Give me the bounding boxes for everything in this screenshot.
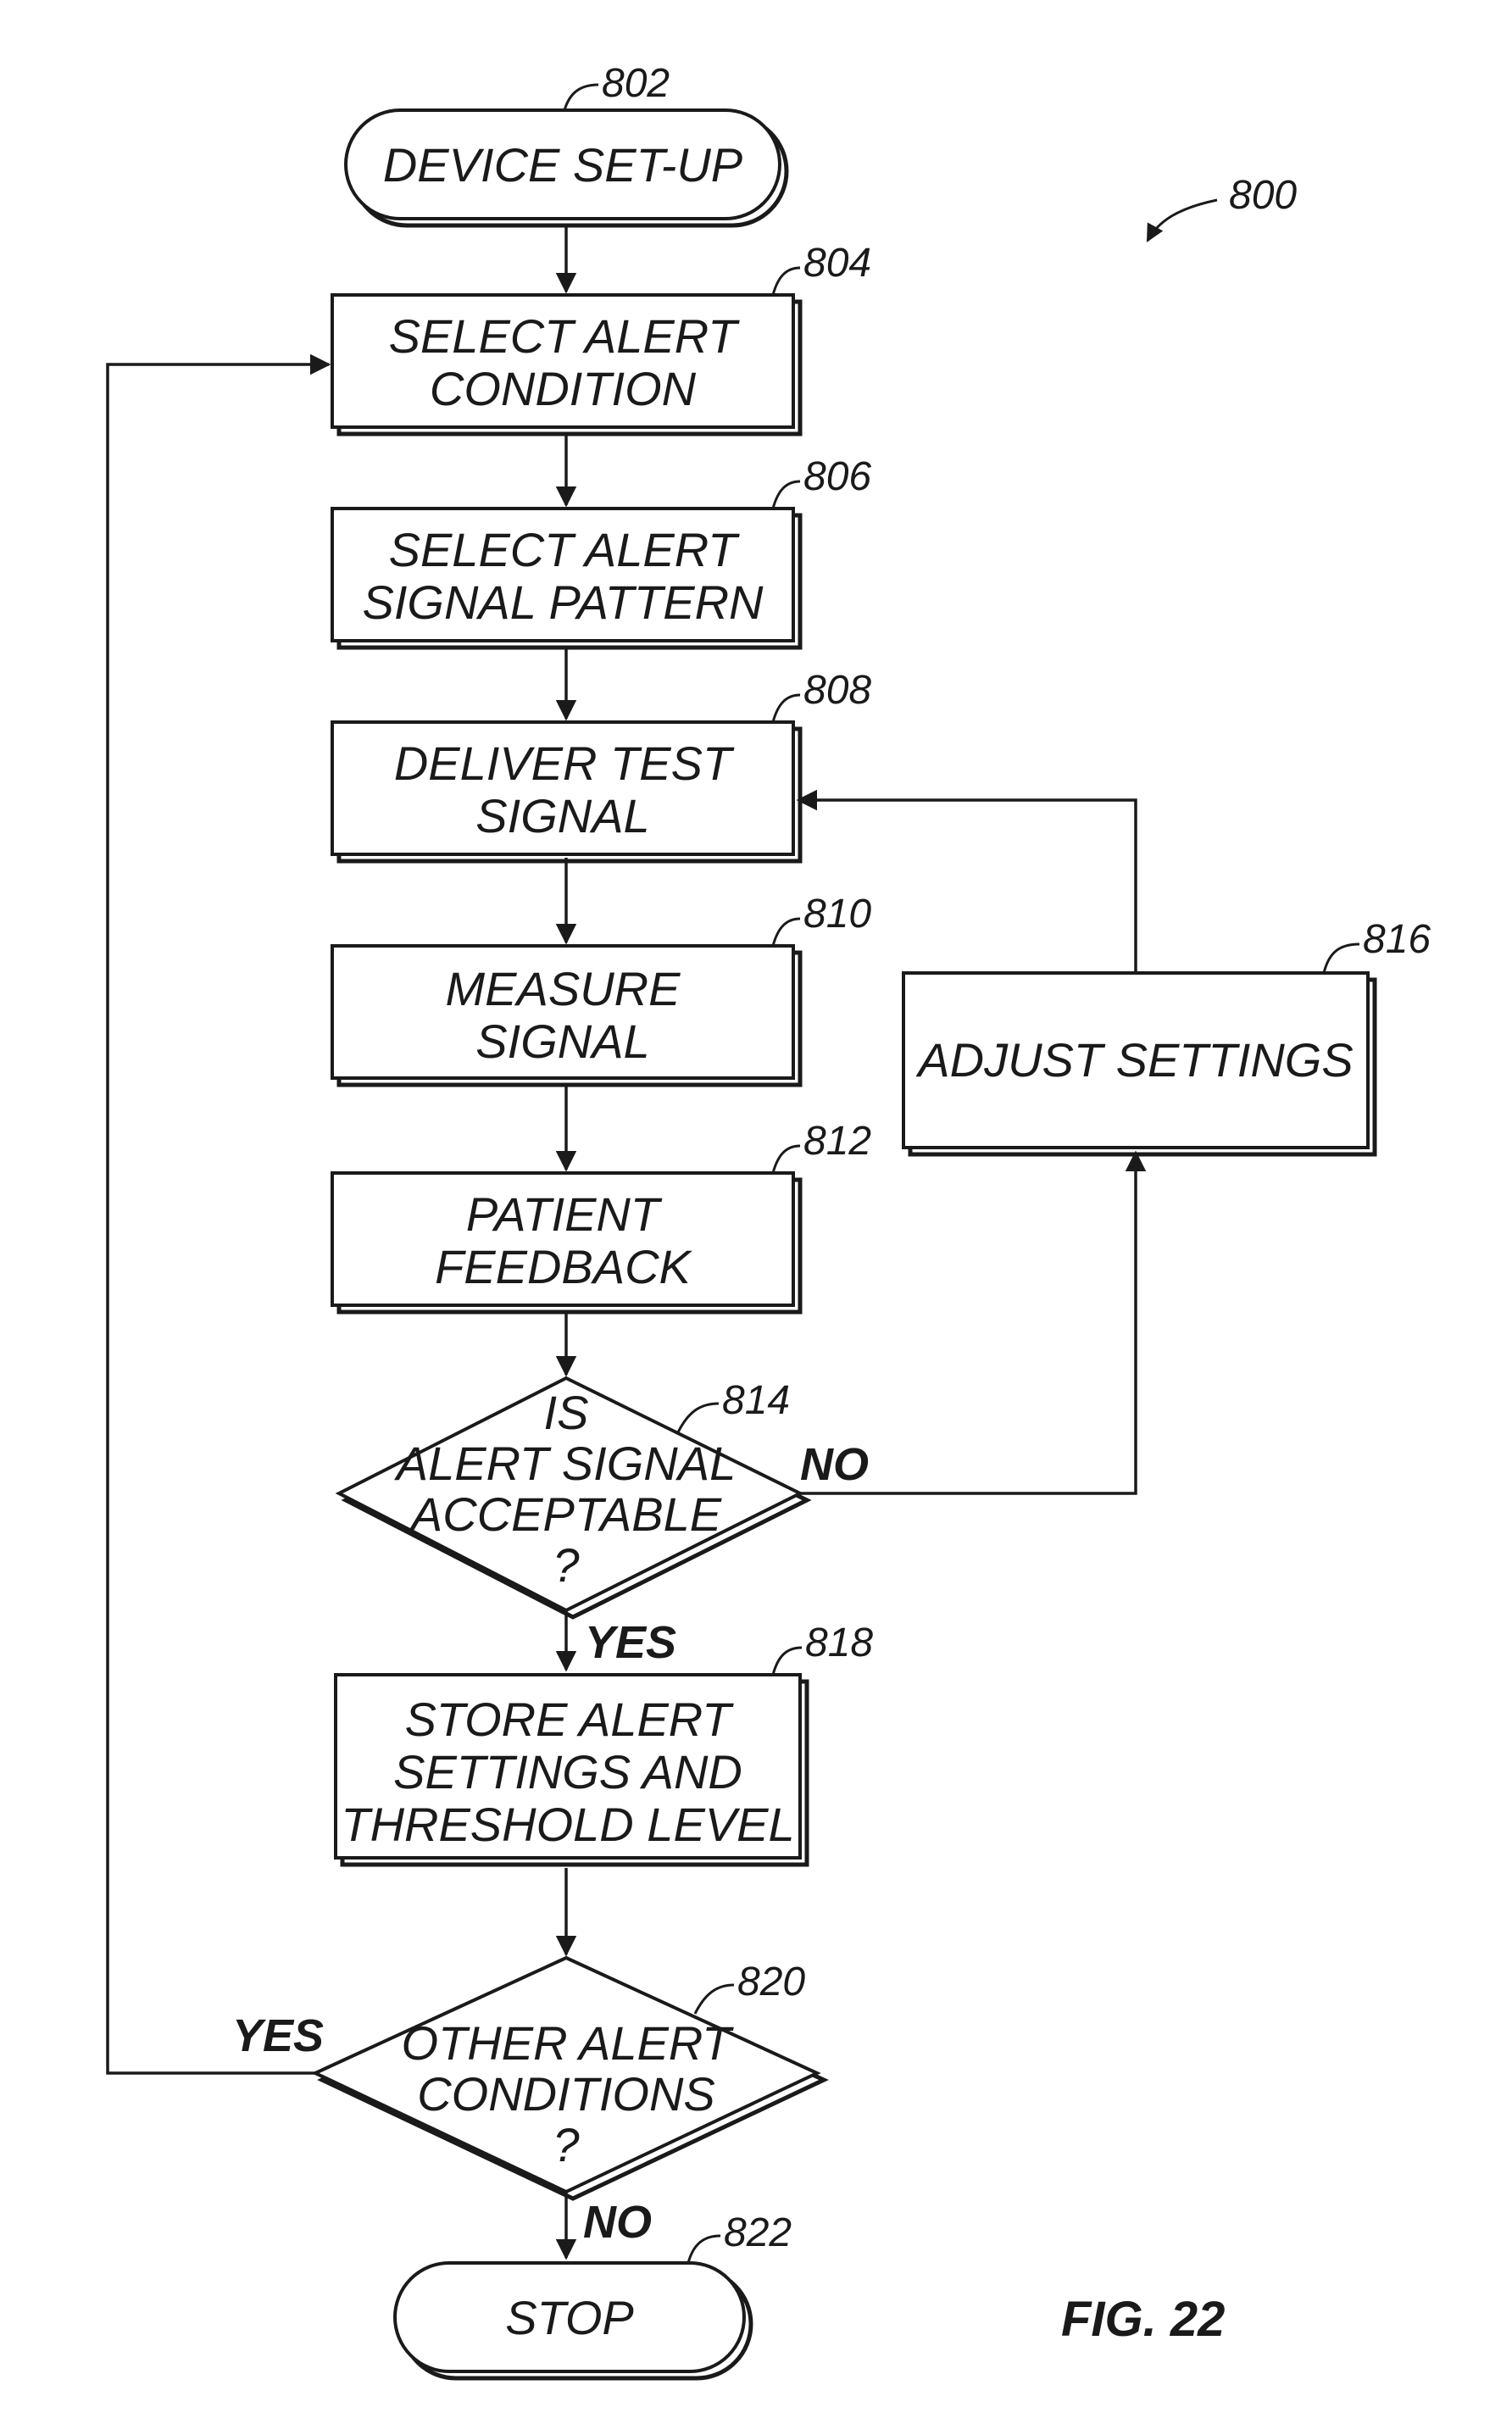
ref-leader-822	[688, 2236, 720, 2263]
ref-816: 816	[1363, 917, 1431, 962]
node-label-line-2: CONDITION	[430, 362, 697, 415]
node-label-line-1: OTHER ALERT	[402, 2016, 735, 2070]
node-label: DEVICE SET-UP	[383, 138, 742, 192]
ref-leader-810	[773, 919, 800, 946]
branch-label-acceptable-no: NO	[800, 1439, 869, 1490]
ref-818: 818	[805, 1621, 873, 1665]
figure-reference: 800	[1148, 173, 1297, 241]
ref-820: 820	[737, 1960, 805, 2004]
node-measure-signal: MEASURE SIGNAL	[332, 946, 800, 1085]
node-label-line-1: SELECT ALERT	[389, 523, 741, 576]
ref-leader-820	[695, 1985, 734, 2014]
node-label-line-2: SIGNAL	[475, 789, 649, 842]
node-label-line-1: DELIVER TEST	[394, 737, 735, 790]
ref-leader-812	[773, 1146, 800, 1173]
branch-label-acceptable-yes: YES	[585, 1617, 676, 1668]
node-label-line-4: ?	[553, 1538, 579, 1592]
connector-decision-other-yes-to-select-condition	[108, 364, 329, 2073]
node-store-alert-settings: STORE ALERT SETTINGS AND THRESHOLD LEVEL	[336, 1675, 807, 1865]
ref-802: 802	[602, 61, 670, 106]
branch-label-other-no: NO	[583, 2197, 652, 2248]
ref-leader-808	[773, 695, 800, 722]
ref-leader-802	[564, 85, 598, 110]
ref-810: 810	[803, 892, 871, 937]
ref-leader-814	[678, 1404, 719, 1432]
node-label-line-3: THRESHOLD LEVEL	[341, 1798, 794, 1851]
node-label-line-2: CONDITIONS	[417, 2067, 715, 2121]
figure-reference-arrow	[1148, 200, 1217, 241]
ref-814: 814	[722, 1378, 790, 1423]
branch-label-other-yes: YES	[232, 2010, 324, 2061]
ref-leader-806	[773, 481, 800, 509]
node-label-line-2: FEEDBACK	[435, 1240, 692, 1293]
node-select-alert-condition: SELECT ALERT CONDITION	[332, 295, 800, 434]
node-adjust-settings: ADJUST SETTINGS	[903, 973, 1375, 1154]
node-patient-feedback: PATIENT FEEDBACK	[332, 1173, 800, 1312]
node-label-line-3: ?	[553, 2118, 579, 2171]
ref-leader-818	[773, 1648, 802, 1675]
ref-806: 806	[803, 454, 871, 499]
ref-812: 812	[803, 1119, 871, 1164]
node-label-line-2: ALERT SIGNAL	[394, 1437, 736, 1490]
node-label-line-1: STORE ALERT	[405, 1693, 735, 1746]
node-label-line-1: IS	[544, 1386, 589, 1439]
node-label-line-1: PATIENT	[466, 1187, 663, 1241]
ref-822: 822	[724, 2210, 792, 2255]
ref-leader-816	[1324, 944, 1359, 973]
node-label-line-1: SELECT ALERT	[389, 309, 741, 363]
ref-808: 808	[803, 668, 871, 713]
node-label: ADJUST SETTINGS	[915, 1033, 1353, 1087]
node-label-line-1: MEASURE	[446, 962, 681, 1015]
node-device-setup: DEVICE SET-UP	[346, 110, 787, 225]
node-deliver-test-signal: DELIVER TEST SIGNAL	[332, 722, 800, 861]
node-stop: STOP	[395, 2263, 751, 2378]
connector-adjust-to-deliver-test	[798, 800, 1136, 973]
node-label: STOP	[505, 2291, 633, 2344]
figure-caption: FIG. 22	[1061, 2292, 1225, 2347]
node-label-line-2: SIGNAL	[475, 1015, 649, 1068]
ref-804: 804	[803, 241, 871, 286]
figure-reference-number: 800	[1229, 173, 1297, 218]
ref-leader-804	[773, 268, 800, 295]
node-select-alert-signal-pattern: SELECT ALERT SIGNAL PATTERN	[332, 509, 800, 648]
node-label-line-2: SIGNAL PATTERN	[363, 575, 764, 629]
node-label-line-2: SETTINGS AND	[393, 1745, 742, 1798]
node-label-line-3: ACCEPTABLE	[409, 1487, 722, 1541]
